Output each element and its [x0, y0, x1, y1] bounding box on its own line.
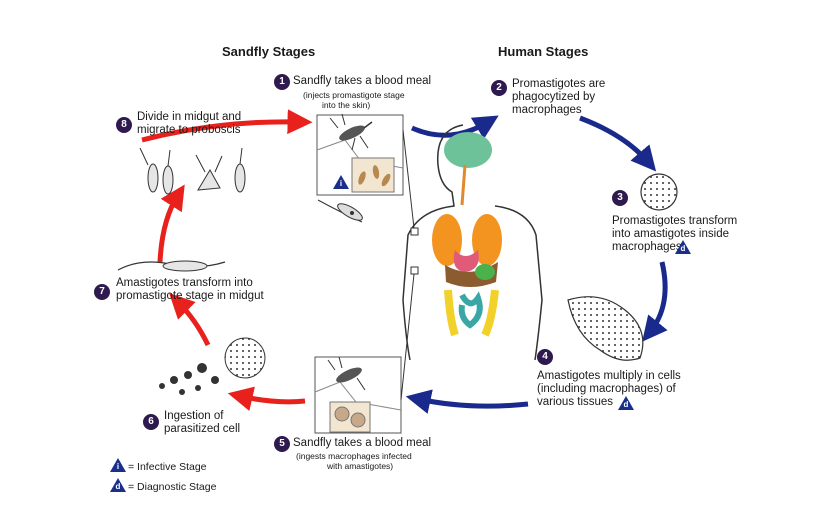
infective-stage-marker	[333, 175, 349, 189]
arrow-2-to-3	[579, 115, 657, 172]
stage-5-sub-1: (ingests macrophages infected	[296, 451, 412, 461]
legend-infective-text: = Infective Stage	[128, 461, 207, 473]
stage-6-badge: 6	[143, 414, 159, 430]
arrow-1-to-2	[410, 115, 499, 140]
stage-7-label-2: promastigote stage in midgut	[116, 290, 264, 302]
legend-infective-marker-label: i	[116, 462, 120, 471]
stage-4-label-3: various tissues	[537, 396, 614, 408]
stage-3-label-1: Promastigotes transform	[612, 215, 738, 227]
promastigote-illustration	[317, 199, 363, 223]
arrow-3-to-4	[642, 261, 668, 342]
sandfly-stages-header: Sandfly Stages	[222, 44, 316, 59]
arrow-7-to-8	[157, 184, 185, 263]
sandfly-feeding-illustration-5	[314, 356, 402, 434]
stage-3-badge: 3	[612, 190, 628, 206]
macrophage-illustration	[640, 173, 678, 211]
stage-1-badge: 1	[274, 74, 290, 90]
diagnostic-stage-marker-3	[675, 240, 691, 254]
arrow-8-to-1	[141, 109, 313, 143]
stage-5-badge: 5	[274, 436, 290, 452]
stage-2-label-2: phagocytized by	[512, 91, 596, 103]
stage-5-label: Sandfly takes a blood meal	[293, 437, 432, 449]
stage-2-label-3: macrophages	[512, 104, 582, 116]
human-figure-illustration	[400, 124, 543, 401]
parasitized-cell-illustration	[159, 337, 266, 395]
diagnostic-stage-marker-4	[618, 396, 634, 410]
stage-4-badge: 4	[537, 349, 553, 365]
stage-1-sub-2: into the skin)	[322, 100, 371, 110]
arrow-4-to-5	[405, 389, 529, 414]
legend-diagnostic-marker	[110, 478, 126, 492]
stage-4-label-1: Amastigotes multiply in cells	[537, 370, 681, 382]
infected-tissue-illustration	[567, 296, 644, 361]
legend-diagnostic-marker-label: d	[115, 482, 121, 491]
stage-1-label: Sandfly takes a blood meal	[293, 75, 432, 87]
sandfly-feeding-illustration-1	[316, 113, 404, 196]
stage-8-badge: 8	[116, 117, 132, 133]
stage-8-label-1: Divide in midgut and	[137, 111, 242, 123]
midgut-promastigote-illustration	[117, 260, 226, 272]
stage-2-badge: 2	[491, 80, 507, 96]
stage-3-label-2: into amastigotes inside	[612, 228, 729, 240]
stage-5-sub-2: with amastigotes)	[327, 461, 394, 471]
diagnostic-stage-marker-4-label: d	[623, 400, 629, 409]
legend-infective-marker	[110, 458, 126, 472]
diagnostic-stage-marker-3-label: d	[680, 244, 686, 253]
arrow-6-to-7	[169, 293, 211, 347]
legend-diagnostic-text: = Diagnostic Stage	[128, 481, 217, 493]
human-stages-header: Human Stages	[498, 44, 589, 59]
dividing-promastigotes-illustration	[139, 147, 246, 195]
stage-7-badge: 7	[94, 284, 110, 300]
stage-3-label-3: macrophages	[612, 241, 682, 253]
stage-1-sub-1: (injects promastigote stage	[303, 90, 405, 100]
stage-6-label-1: Ingestion of	[164, 410, 224, 422]
stage-7-label-1: Amastigotes transform into	[116, 277, 253, 289]
stage-2-label-1: Promastigotes are	[512, 78, 606, 90]
infective-stage-marker-label: i	[339, 179, 343, 188]
stage-8-label-2: migrate to proboscis	[137, 124, 241, 136]
stage-6-label-2: parasitized cell	[164, 423, 241, 435]
arrow-5-to-6	[227, 386, 306, 411]
stage-4-label-2: (including macrophages) of	[537, 383, 676, 395]
